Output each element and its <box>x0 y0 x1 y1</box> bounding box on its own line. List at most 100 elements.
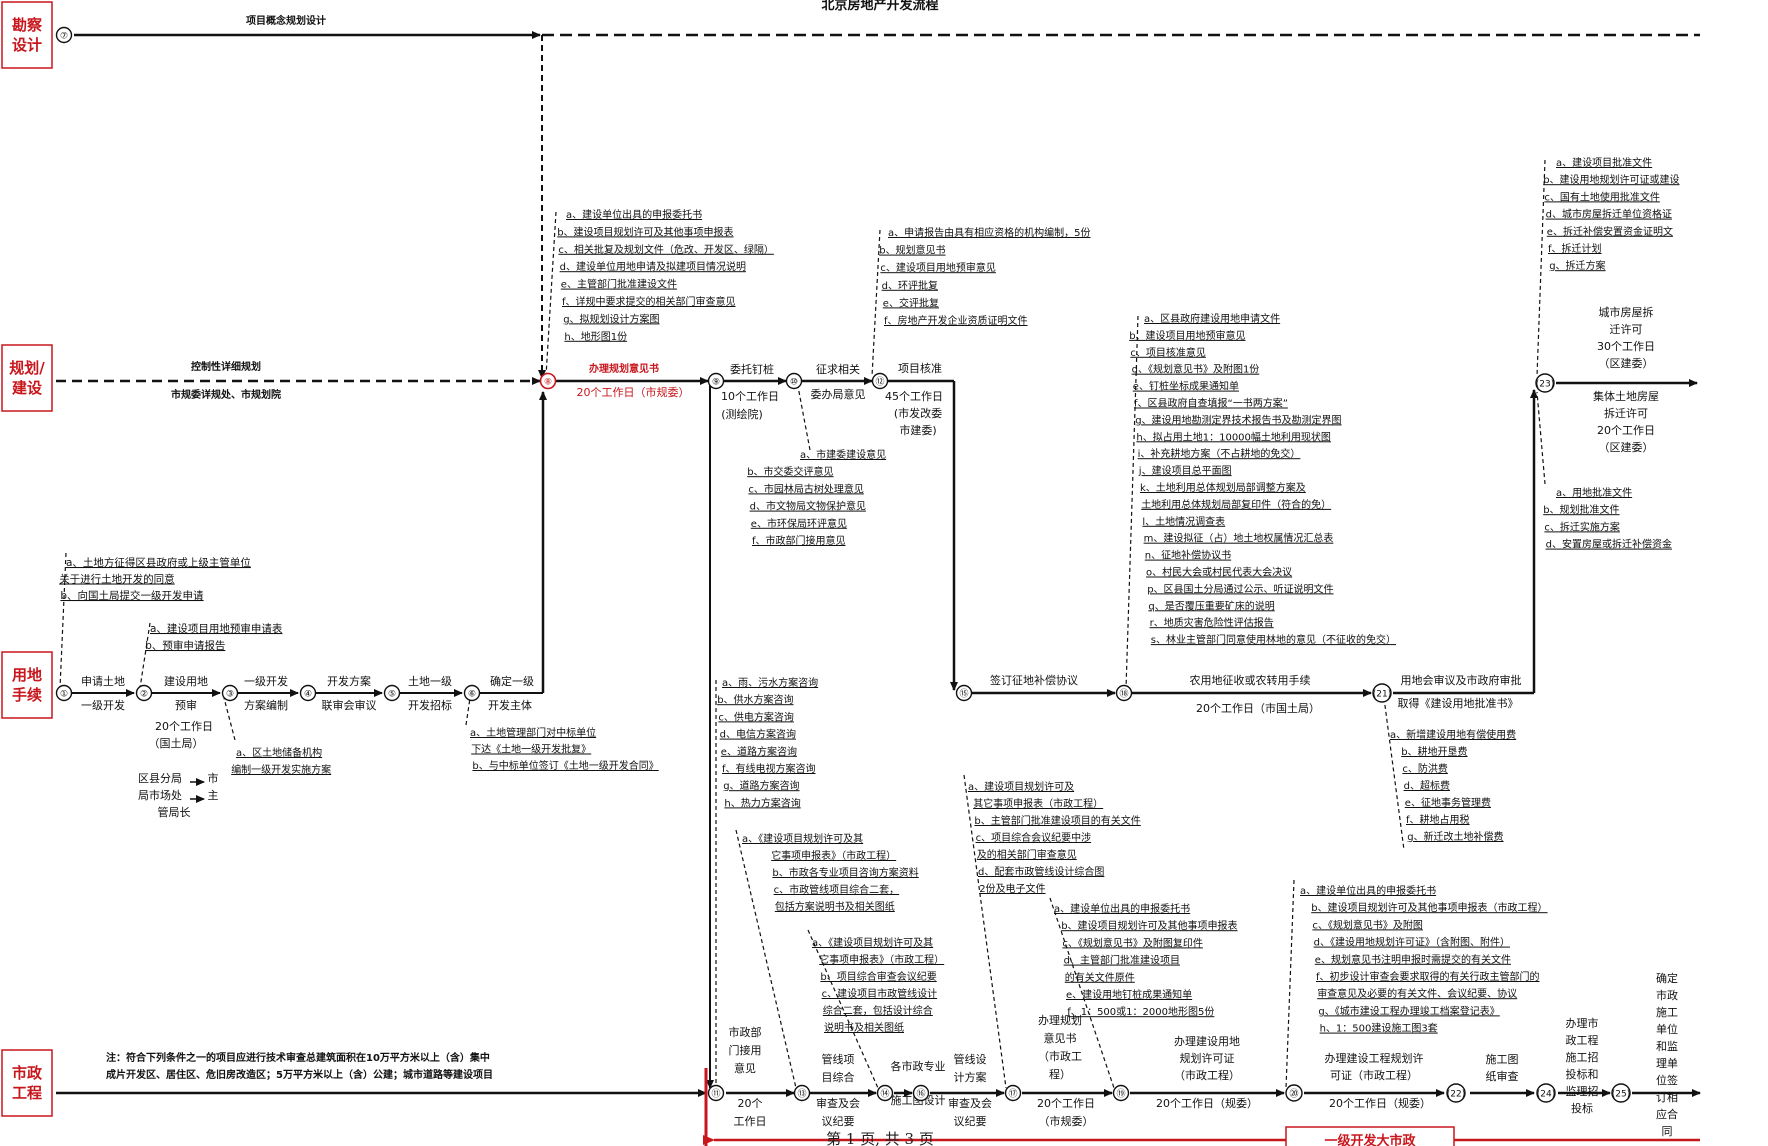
requirement-item: a、土地方征得区县政府或上级主管单位 <box>66 556 251 569</box>
requirement-item: c、市园林局古树处理意见 <box>748 482 864 495</box>
edge-label: 办理市 <box>1566 1016 1599 1030</box>
requirement-item: d、电信方案咨询 <box>720 728 796 741</box>
edge-label: （区建委） <box>1599 440 1654 454</box>
edge-label: 管局长 <box>158 805 191 819</box>
requirement-item: a、区县政府建设用地申请文件 <box>1144 312 1280 325</box>
requirement-item: 包括方案说明书及相关图纸 <box>775 900 895 913</box>
requirement-item: a、建设单位出具的申报委托书 <box>1300 884 1436 897</box>
node-1: ① <box>55 684 73 702</box>
requirement-item: f、耕地占用税 <box>1406 813 1470 826</box>
edge-label: 办理建设工程规划许 <box>1325 1051 1424 1065</box>
edge-label: (测绘院) <box>721 407 763 421</box>
node-label: (25) <box>1612 1090 1630 1100</box>
edge-label: 开发招标 <box>408 698 452 712</box>
requirement-item: d、配套市政管线设计综合图 <box>978 865 1104 878</box>
requirement-item: b、主管部门批准建设项目的有关文件 <box>974 814 1140 827</box>
requirement-item: s、林业主管部门同意使用林地的意见（不征收的免交） <box>1151 633 1396 646</box>
edge-label: 20个工作日（规委） <box>1329 1096 1431 1110</box>
node-20: ⑳ <box>1285 1084 1303 1102</box>
requirement-item: p、区县国土分局通过公示、听证说明文件 <box>1147 582 1333 595</box>
requirement-item: d、城市房屋拆迁单位资格证 <box>1546 208 1672 221</box>
node-25: (25) <box>1611 1083 1631 1103</box>
requirement-item: d、建设单位用地申请及拟建项目情况说明 <box>560 260 746 273</box>
red-bar-label: 一级开发大市政 <box>1324 1133 1416 1146</box>
node-label: ⑳ <box>1289 1089 1298 1100</box>
requirement-item: e、拆迁补偿安置资金证明文 <box>1547 225 1673 238</box>
edge-label: 项目概念规划设计 <box>246 14 326 27</box>
node-12: ⑫ <box>871 372 889 390</box>
requirement-item: d、超标费 <box>1404 779 1450 792</box>
requirement-item: e、主管部门批准建设文件 <box>561 278 677 291</box>
edge-label: 10个工作日 <box>721 390 779 403</box>
edge-label: 理单 <box>1656 1057 1678 1070</box>
node-5: ⑤ <box>383 684 401 702</box>
edge-label: 议纪要 <box>954 1115 987 1128</box>
edge-label: 城市房屋拆 <box>1599 305 1654 319</box>
lane-label: 市政 <box>12 1064 43 1082</box>
requirement-item: b、建设项目用地预审意见 <box>1129 329 1245 342</box>
edge-label: 订相 <box>1656 1091 1678 1104</box>
requirement-item: f、有线电视方案咨询 <box>722 762 816 775</box>
edge-label: 项目核准 <box>898 361 942 375</box>
edge-label: 主 <box>208 789 219 802</box>
edge-label: 开发方案 <box>327 674 371 688</box>
node-label: ⑫ <box>875 377 884 388</box>
requirement-item: a、《建设项目规划许可及其 <box>812 936 933 949</box>
node-label: ⑥ <box>468 690 476 700</box>
requirement-item: c、《规划意见书》及附图 <box>1312 918 1423 931</box>
node-4: ④ <box>299 684 317 702</box>
edge-label: 20个工作日 <box>155 720 213 733</box>
edge-label: 施工 <box>1656 1006 1678 1019</box>
node-11: ⑪ <box>707 1084 725 1102</box>
edge-label: 区县分局 <box>138 772 182 785</box>
edge-label: 20个工作日（市规委） <box>577 385 690 399</box>
edge-label: 迁许可 <box>1610 323 1643 336</box>
requirement-item: h、拟占用土地1：10000幅土地利用现状图 <box>1136 430 1331 443</box>
note-line-2: 成片开发区、居住区、危旧房改造区；5万平方米以上（含）公建；城市道路等建设项目 <box>106 1068 493 1081</box>
edge-label: 单位 <box>1656 1022 1678 1036</box>
edge-label: 征求相关 <box>816 362 860 376</box>
requirement-item: b、建设项目规划许可及其他事项申报表 <box>1061 919 1237 932</box>
edge-label: 45个工作日 <box>885 390 943 403</box>
node-label: (23) <box>1536 380 1554 390</box>
edge-label: 审查及会 <box>948 1096 992 1110</box>
node-label: ③ <box>226 690 234 700</box>
diagram-title: 北京房地产开发流程 <box>821 0 938 13</box>
requirement-item: c、《规划意见书》及附图复印件 <box>1062 936 1203 949</box>
edge-label: （市政工程） <box>1174 1068 1240 1082</box>
edge-label: 一级开发 <box>81 698 125 712</box>
edge-label: 管线设 <box>954 1052 987 1066</box>
edge-label: 一级开发 <box>244 674 288 688</box>
requirement-item: a、建设单位出具的申报委托书 <box>566 208 702 221</box>
requirement-item: r、地质灾害危险性评估报告 <box>1150 616 1274 629</box>
edge-label: 农用地征收或农转用手续 <box>1190 673 1311 687</box>
edge-label: 办理规划 <box>1038 1013 1082 1027</box>
requirement-item: e、建设用地钉桩成果通知单 <box>1066 988 1192 1001</box>
edge-label: 可证（市政工程） <box>1330 1068 1418 1082</box>
node-18: ⑱ <box>1115 684 1133 702</box>
requirement-item: k、土地利用总体规划局部调整方案及 <box>1140 481 1306 494</box>
requirement-item: a、用地批准文件 <box>1556 486 1632 499</box>
lane-shizheng: 市政 工程 <box>1 1049 53 1117</box>
requirement-item: a、土地管理部门对中标单位 <box>470 726 596 739</box>
node-label: ⑤ <box>388 690 396 700</box>
edge-label: 应合 <box>1656 1107 1678 1121</box>
lane-label: 规划/ <box>9 359 45 377</box>
lane-label: 用地 <box>12 666 42 684</box>
requirement-item: c、市政管线项目综合二套， <box>774 883 900 896</box>
node-label: ④ <box>304 690 312 700</box>
edge-label: 议纪要 <box>822 1115 855 1128</box>
edge-label: 投标和 <box>1566 1067 1599 1081</box>
edge-label: 市 <box>208 771 219 785</box>
requirement-item: 土地利用总体规划局部复印件（符合的免） <box>1141 498 1331 511</box>
edge-label: 20个工作日 <box>1597 424 1655 437</box>
requirement-item: 其它事项申报表（市政工程） <box>973 797 1103 810</box>
edge-label: 申请土地 <box>81 675 125 688</box>
node-label: ⑱ <box>1119 689 1128 700</box>
lane-label: 手续 <box>12 686 42 704</box>
edge-label: 市建委) <box>899 423 936 437</box>
edge-label: 门接用 <box>729 1043 762 1057</box>
node-3: ③ <box>221 684 239 702</box>
requirement-item: b、市政各专业项目咨询方案资料 <box>772 866 918 879</box>
edge-label: 联审会审议 <box>322 698 377 712</box>
